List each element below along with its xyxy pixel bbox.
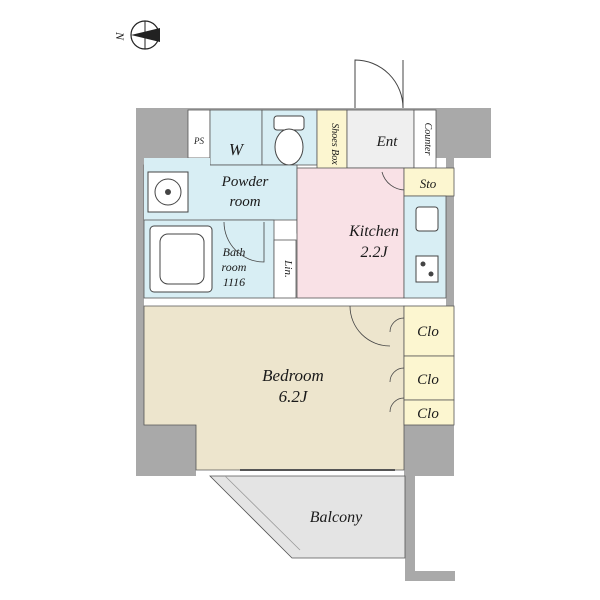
entrance-door <box>354 59 404 109</box>
closet-3-label: Clo <box>417 406 439 422</box>
kitchen <box>296 167 405 299</box>
bedroom-label-2: 6.2J <box>279 387 309 406</box>
shoes-box <box>316 109 348 179</box>
compass: N <box>113 20 160 50</box>
wall-bottom-right <box>404 425 454 476</box>
bath-door <box>223 221 265 263</box>
powder-room-label-1: Powder <box>221 174 269 190</box>
compass-label: N <box>113 31 127 41</box>
linen-closet <box>273 239 297 299</box>
balcony-wall <box>405 476 415 581</box>
bedroom-label-1: Bedroom <box>262 366 324 385</box>
bathtub-icon <box>149 225 213 293</box>
closet-1 <box>403 305 455 357</box>
sink-icon <box>415 206 439 232</box>
ps-label: PS <box>193 136 204 146</box>
bath-room-label-2: room <box>222 260 247 274</box>
linen-label: Lin. <box>282 259 294 277</box>
washer-label: W <box>229 140 245 159</box>
powder-room-label-2: room <box>229 194 260 210</box>
closet-3 <box>403 399 455 426</box>
balcony-label: Balcony <box>310 509 363 526</box>
kitchen-label-1: Kitchen <box>348 223 399 240</box>
wall-bottom-left <box>136 425 196 476</box>
bedroom-upper <box>144 306 404 425</box>
bedroom-lower <box>196 420 404 470</box>
washbasin-icon <box>147 171 189 213</box>
stove-icon <box>415 255 439 283</box>
bath-room-label-3: 1116 <box>223 275 245 289</box>
kitchen-label-2: 2.2J <box>360 244 388 261</box>
shoes-box-label: Shoes Box <box>329 123 340 165</box>
balcony-wall-end <box>405 571 455 581</box>
closet-doors <box>389 317 405 413</box>
kitchen-door <box>381 171 407 191</box>
washer-space <box>209 109 263 166</box>
balcony <box>209 475 406 559</box>
closet-2-label: Clo <box>417 372 439 388</box>
bedroom-door <box>349 305 391 347</box>
bath-room-label-1: Bath <box>223 245 246 259</box>
balcony-rail <box>224 475 301 551</box>
closet-2 <box>403 355 455 401</box>
toilet-icon <box>273 115 305 166</box>
entrance-label: Ent <box>376 134 399 150</box>
storage-label: Sto <box>420 176 437 191</box>
counter-label: Counter <box>422 123 433 156</box>
wall-left <box>136 108 144 476</box>
ps-shaft <box>187 109 211 159</box>
closet-1-label: Clo <box>417 324 439 340</box>
entrance-area <box>346 109 415 169</box>
